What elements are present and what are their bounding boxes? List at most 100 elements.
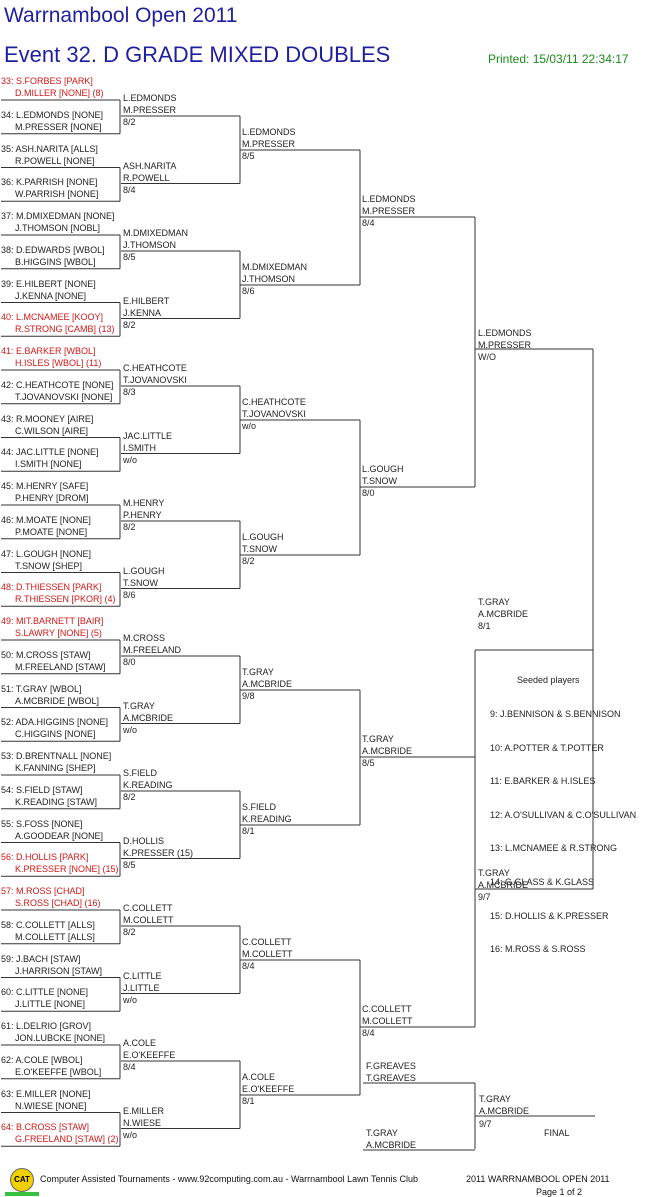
round3-pair-a: A.COLE — [242, 1072, 276, 1082]
entry-player-b: S.ROSS [CHAD] (16) — [15, 898, 101, 908]
entry-player-b: C.HIGGINS [NONE] — [15, 729, 96, 740]
entry-player-a: 62: A.COLE [WBOL] — [1, 1054, 83, 1065]
round2-pair-a: M.HENRY — [123, 498, 165, 508]
final-label: FINAL — [544, 1128, 570, 1138]
round2-score: 8/2 — [123, 117, 136, 127]
round2-score: 8/5 — [123, 252, 136, 262]
round4-pair-b: A.MCBRIDE — [362, 746, 413, 756]
round3-pair-b: M.PRESSER — [242, 139, 296, 149]
round2-pair-a: M.DMIXEDMAN — [123, 228, 188, 238]
entry-player-b: M.COLLETT [ALLS] — [15, 931, 95, 942]
entry-player-a: 43: R.MOONEY [AIRE] — [1, 413, 94, 424]
round2-pair-b: I.SMITH — [123, 442, 156, 453]
round3-score: 8/1 — [242, 1096, 255, 1106]
final-left-b: A.MCBRIDE — [366, 1140, 417, 1150]
seeded-player-item: 14: G.GLASS & K.GLASS — [490, 877, 595, 887]
entry-player-b: M.FREELAND [STAW] — [15, 661, 106, 672]
round3-pair-b: M.COLLETT — [242, 949, 293, 959]
round2-score: 8/2 — [123, 792, 136, 802]
round4-pair-b: M.COLLETT — [362, 1016, 413, 1026]
final-opponent-a: F.GREAVES — [366, 1061, 416, 1071]
entry-player-b: R.POWELL [NONE] — [15, 155, 95, 166]
round2-pair-a: C.COLLETT — [123, 903, 173, 913]
round3-pair-b: T.SNOW — [242, 544, 277, 554]
round2-pair-b: K.READING — [123, 780, 173, 790]
round2-score: w/o — [123, 454, 138, 465]
entry-player-a: 36: K.PARRISH [NONE] — [1, 177, 98, 188]
entry-player-b: A.MCBRIDE [WBOL] — [15, 695, 100, 706]
entry-player-b: K.PRESSER [NONE] (15) — [15, 864, 119, 875]
round2-pair-a: E.HILBERT — [123, 295, 170, 306]
entry-player-b: P.MOATE [NONE] — [15, 526, 88, 537]
round2-pair-b: M.FREELAND — [123, 645, 182, 655]
round2-pair-a: D.HOLLIS — [123, 835, 165, 846]
entry-player-b: K.FANNING [SHEP] — [15, 763, 96, 773]
seeded-player-item: 10: A.POTTER & T.POTTER — [490, 742, 604, 753]
entry-player-a: 37: M.DMIXEDMAN [NONE] — [1, 211, 115, 221]
round2-pair-a: T.GRAY — [123, 700, 155, 711]
round2-pair-b: M.PRESSER — [123, 105, 177, 115]
round3-score: 8/5 — [242, 151, 255, 161]
seeded-player-item: 15: D.HOLLIS & K.PRESSER — [490, 910, 609, 921]
round2-pair-a: M.CROSS — [123, 633, 166, 643]
round2-score: 8/3 — [123, 387, 136, 397]
round2-pair-b: J.THOMSON — [123, 240, 176, 250]
entry-player-a: 53: D.BRENTNALL [NONE] — [1, 751, 112, 761]
entry-player-b: B.HIGGINS [WBOL] — [15, 256, 96, 267]
entry-player-a: 41: E.BARKER [WBOL] — [1, 346, 96, 356]
seeded-player-item: 12: A.O'SULLIVAN & C.O'SULLIVAN — [490, 809, 637, 820]
entry-player-a: 59: J.BACH [STAW] — [1, 953, 81, 964]
round3-score: 8/1 — [242, 826, 255, 836]
entry-player-b: G.FREELAND [STAW] (2) — [15, 1134, 119, 1145]
entry-player-a: 61: L.DELRIO [GROV] — [1, 1021, 92, 1031]
round3-pair-a: M.DMIXEDMAN — [242, 262, 307, 272]
round2-score: 8/6 — [123, 589, 136, 600]
round2-pair-a: L.EDMONDS — [123, 93, 177, 103]
round2-pair-a: A.COLE — [123, 1038, 157, 1048]
seeded-player-item: 11: E.BARKER & H.ISLES — [490, 776, 596, 787]
entry-player-b: T.SNOW [SHEP] — [15, 560, 83, 571]
round4-pair-a: L.GOUGH — [362, 464, 404, 474]
seeded-players-heading: Seeded players — [517, 675, 580, 685]
entry-player-a: 54: S.FIELD [STAW] — [1, 784, 83, 795]
entry-player-a: 35: ASH.NARITA [ALLS] — [1, 143, 98, 154]
entry-player-a: 58: C.COLLETT [ALLS] — [1, 919, 95, 930]
entry-player-b: A.GOODEAR [NONE] — [15, 830, 104, 841]
entry-player-a: 48: D.THIESSEN [PARK] — [1, 582, 102, 593]
semi-pair-a: T.GRAY — [478, 597, 510, 607]
round3-pair-a: T.GRAY — [242, 667, 274, 677]
round3-score: 9/8 — [242, 691, 255, 701]
round2-pair-b: K.PRESSER (15) — [123, 847, 194, 858]
entry-player-b: T.JOVANOVSKI [NONE] — [15, 391, 113, 402]
round2-pair-b: R.POWELL — [123, 172, 170, 183]
round3-pair-a: C.HEATHCOTE — [242, 397, 306, 407]
round2-score: 8/4 — [123, 1062, 136, 1072]
seeded-player-item: 13: L.MCNAMEE & R.STRONG — [490, 843, 618, 854]
entry-player-a: 40: L.MCNAMEE [KOOY] — [1, 312, 104, 323]
round2-score: 8/2 — [123, 319, 136, 330]
entry-player-a: 55: S.FOSS [NONE] — [1, 818, 83, 829]
round2-score: 8/0 — [123, 657, 136, 667]
round3-pair-a: L.EDMONDS — [242, 127, 296, 137]
round3-score: w/o — [242, 421, 257, 431]
round2-pair-b: E.O'KEEFFE — [123, 1050, 176, 1060]
entry-player-b: C.WILSON [AIRE] — [15, 425, 89, 436]
round3-pair-b: E.O'KEEFFE — [242, 1084, 295, 1094]
round4-pair-a: C.COLLETT — [362, 1004, 412, 1014]
round2-pair-a: S.FIELD — [123, 768, 158, 778]
round2-pair-a: ASH.NARITA — [123, 160, 177, 171]
entry-player-a: 34: L.EDMONDS [NONE] — [1, 109, 104, 120]
entry-player-a: 38: D.EDWARDS [WBOL] — [1, 244, 105, 255]
round2-score: w/o — [123, 724, 138, 735]
round4-pair-a: L.EDMONDS — [362, 194, 416, 204]
round2-score: w/o — [123, 1129, 138, 1140]
entry-player-b: W.PARRISH [NONE] — [15, 189, 99, 200]
seeded-player-item: 9: J.BENNISON & S.BENNISON — [490, 709, 621, 719]
final-winner-a: T.GRAY — [479, 1094, 511, 1104]
round3-pair-b: K.READING — [242, 814, 292, 824]
entry-player-b: R.STRONG [CAMB] (13) — [15, 324, 115, 335]
round2-pair-b: J.LITTLE — [123, 982, 160, 993]
entry-player-b: S.LAWRY [NONE] (5) — [15, 628, 102, 638]
final-winner-b: A.MCBRIDE — [479, 1106, 530, 1116]
